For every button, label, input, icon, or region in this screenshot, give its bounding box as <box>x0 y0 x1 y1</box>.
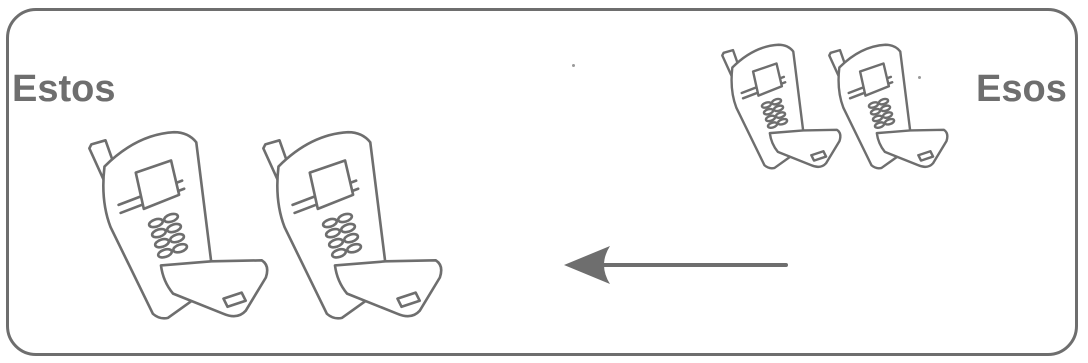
cellphone-icon <box>88 130 269 320</box>
label-estos: Estos <box>12 68 116 110</box>
speck <box>572 64 575 67</box>
arrow-left-icon <box>564 246 788 284</box>
cellphone-icon <box>721 43 842 170</box>
speck <box>918 76 921 79</box>
cellphone-icon <box>828 43 949 170</box>
cellphone-icon <box>262 130 443 320</box>
label-esos: Esos <box>976 68 1067 110</box>
